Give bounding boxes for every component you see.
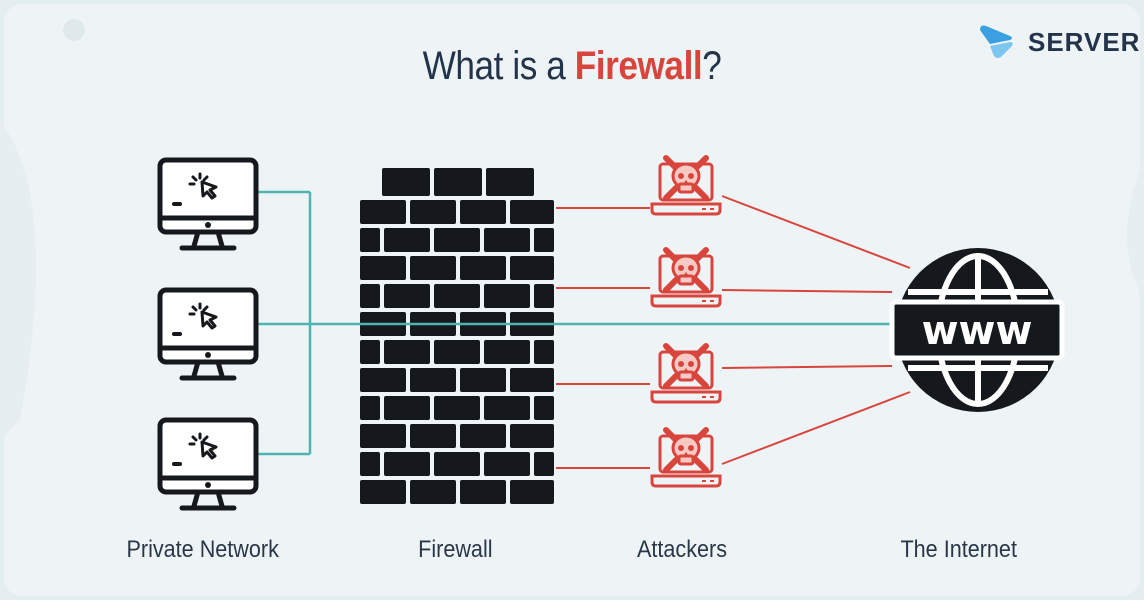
- firewall-wall-icon: [360, 168, 554, 504]
- title-suffix: ?: [702, 44, 722, 88]
- label-private-network: Private Network: [126, 536, 279, 563]
- decor-blob: [1127, 160, 1144, 300]
- title-prefix: What is a: [422, 44, 575, 88]
- decor-blob: [0, 120, 36, 440]
- logo-text: SERVER: [1028, 26, 1141, 57]
- label-internet: The Internet: [900, 536, 1017, 563]
- skull-laptop-icon: [652, 158, 720, 214]
- label-firewall: Firewall: [418, 536, 493, 563]
- attacker-links: [556, 195, 911, 469]
- decor-dot: [63, 19, 85, 41]
- server-logo: SERVER: [976, 22, 1140, 62]
- label-attackers: Attackers: [637, 536, 728, 563]
- computer-icon: [160, 420, 256, 508]
- www-text: www: [922, 308, 1033, 354]
- computer-icon: [160, 160, 256, 248]
- skull-laptop-icon: [652, 346, 720, 402]
- page-title: What is a Firewall?: [69, 44, 1076, 89]
- computer-icon: [160, 290, 256, 378]
- globe-www-icon: www: [889, 248, 1065, 412]
- server-logo-icon: [980, 25, 1013, 58]
- skull-laptop-icon: [652, 430, 720, 486]
- skull-laptop-icon: [652, 250, 720, 306]
- title-highlight: Firewall: [574, 44, 703, 88]
